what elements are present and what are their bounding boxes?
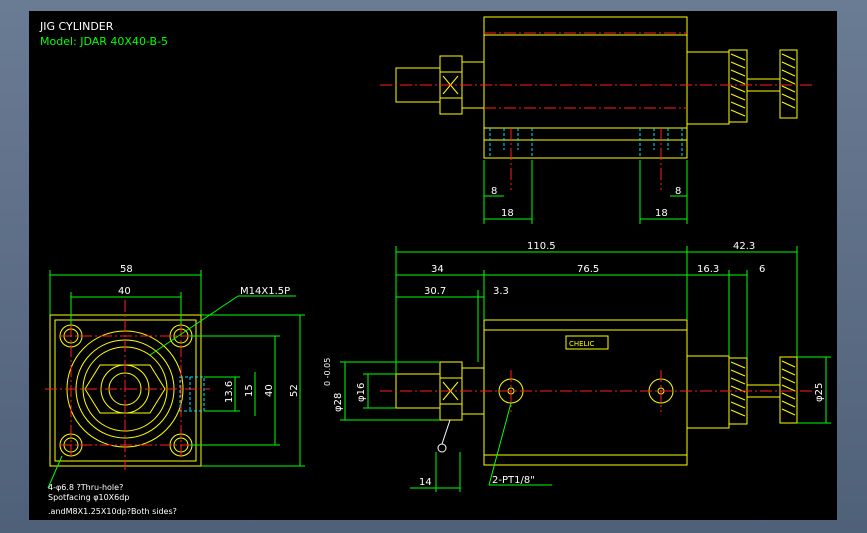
dim-front-15: 15 — [244, 384, 255, 397]
dim-top-left-8: 8 — [491, 186, 497, 197]
dim-knob-total: 42.3 — [733, 241, 755, 252]
dim-front-40: 40 — [118, 286, 131, 297]
side-view: CHELIC — [323, 241, 831, 492]
side-view-label-text: CHELIC — [569, 340, 595, 348]
drawing-title: JIG CYLINDER — [39, 20, 114, 33]
dim-rod-phi28-tol: 0 -0.05 — [323, 358, 332, 386]
dim-front-52: 52 — [289, 384, 300, 397]
dim-left-34: 34 — [431, 264, 444, 275]
dim-rod-phi28: φ28 — [333, 393, 344, 412]
top-view-knob-end — [779, 49, 798, 119]
bolt-holes — [59, 324, 193, 457]
top-view: 8 8 18 18 — [380, 16, 812, 224]
cad-viewport[interactable]: JIG CYLINDER Model: JDAR 40X40-B-5 — [29, 11, 837, 520]
dim-rod-30-7: 30.7 — [424, 286, 446, 297]
note-spotfacing: Spotfacing φ10X6dp — [48, 493, 129, 502]
dim-thread: M14X1.5P — [240, 286, 290, 297]
dim-knob-phi25: φ25 — [814, 383, 825, 402]
dim-rod-14: 14 — [419, 477, 432, 488]
dim-rod-3-3: 3.3 — [493, 286, 509, 297]
top-view-body — [483, 16, 688, 159]
dim-knob-16-3: 16.3 — [697, 264, 719, 275]
dim-total-length: 110.5 — [527, 241, 556, 252]
note-thread-depth: .andM8X1.25X10dp?Both sides? — [48, 507, 177, 516]
side-view-knob-end — [779, 356, 798, 424]
dim-front-40-vert: 40 — [264, 384, 275, 397]
front-view: 58 40 M14X1.5P 13.6 15 40 52 4-φ6.8 ?Thr… — [45, 264, 305, 516]
dim-body-76-5: 76.5 — [577, 264, 599, 275]
dim-front-13-6: 13.6 — [224, 381, 235, 403]
cad-drawing: JIG CYLINDER Model: JDAR 40X40-B-5 — [39, 16, 831, 516]
dim-port-thread: 2-PT1/8" — [492, 475, 535, 486]
dim-rod-phi16: φ16 — [356, 383, 367, 402]
dim-top-right-18: 18 — [655, 208, 668, 219]
dim-front-58: 58 — [120, 264, 133, 275]
dim-top-left-18: 18 — [501, 208, 514, 219]
dim-knob-6: 6 — [759, 264, 765, 275]
note-thru-hole: 4-φ6.8 ?Thru-hole? — [48, 483, 123, 492]
drawing-model: Model: JDAR 40X40-B-5 — [40, 35, 168, 48]
dim-top-right-8: 8 — [675, 186, 681, 197]
top-view-knob — [728, 49, 748, 123]
side-view-label — [565, 335, 609, 350]
